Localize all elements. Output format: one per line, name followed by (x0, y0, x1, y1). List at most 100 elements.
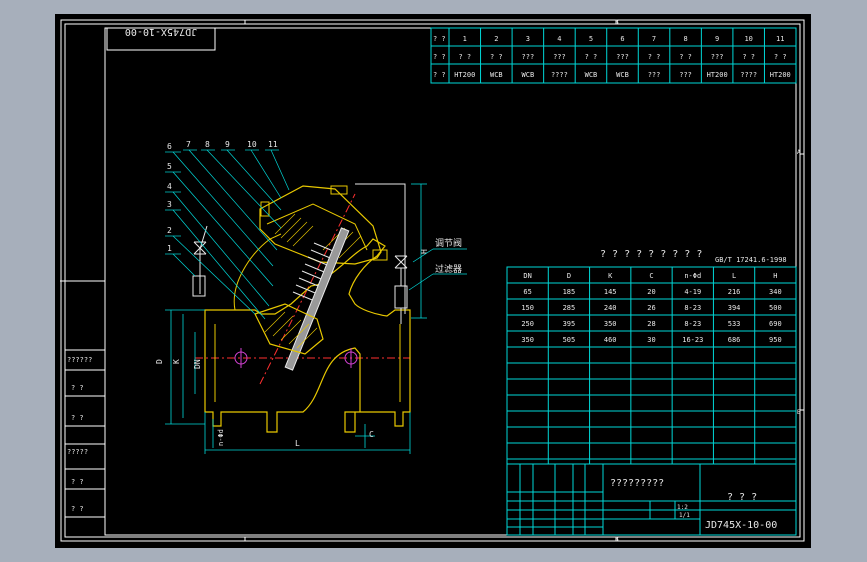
drawing-code: JD745X-10-00 (705, 520, 777, 531)
parts-cell: ? ? (742, 53, 755, 61)
standard-code: GB/T 17241.6-1998 (715, 256, 787, 264)
margin-label: ?????? (67, 356, 92, 364)
size-cell: 285 (563, 304, 576, 312)
dim-C: C (369, 430, 374, 439)
parts-cell: 4 (557, 35, 561, 43)
size-table-title: ? ? ? ? ? ? ? ? ? (600, 249, 702, 260)
parts-cell: 11 (776, 35, 784, 43)
margin-label: ????? (67, 448, 88, 456)
size-header: DN (523, 272, 531, 280)
zone-marker-top: B (615, 19, 619, 26)
parts-cell: ? ? (490, 53, 503, 61)
bolt (330, 185, 348, 195)
size-cell: 28 (647, 320, 655, 328)
cover-hatching (274, 213, 362, 259)
stem-center-line (259, 193, 356, 385)
size-cell: 4-19 (684, 288, 701, 296)
diaphragm (266, 203, 368, 251)
inlet-curve (233, 233, 282, 311)
size-header: n-Φd (684, 272, 701, 280)
parts-cell: ???? (740, 71, 757, 79)
parts-cell: ? ? (774, 53, 787, 61)
size-cell: 350 (604, 320, 617, 328)
parts-cell: WCB (522, 71, 535, 79)
size-cell: 8-23 (684, 304, 701, 312)
parts-cell: HT200 (454, 71, 475, 79)
valve-body-outline (204, 238, 411, 433)
parts-cell: WCB (616, 71, 629, 79)
callout-10: 10 (247, 140, 257, 149)
sheet-inner-frame (64, 23, 801, 538)
parts-cell: ??? (616, 53, 629, 61)
bypass-pipe-left (199, 225, 208, 294)
size-cell: 240 (604, 304, 617, 312)
parts-cell: ??? (648, 71, 661, 79)
callout-3: 3 (167, 200, 172, 209)
parts-cell: 1 (463, 35, 467, 43)
code-box (106, 27, 216, 51)
drawing-canvas: B B A B JD745X-10-00 ?????? ? ? ? ? ????… (60, 19, 805, 543)
dim-n-phi-d: n-Φd (217, 429, 225, 446)
size-cell: 150 (521, 304, 534, 312)
parts-cell: ??? (522, 53, 535, 61)
callout-9: 9 (225, 140, 230, 149)
bypass-pipe-top (355, 183, 406, 314)
size-cell: 16-23 (682, 336, 703, 344)
size-cell: 145 (604, 288, 617, 296)
size-cell: 340 (769, 288, 782, 296)
size-cell: 394 (728, 304, 741, 312)
zone-marker-right-a: A (797, 149, 801, 156)
mirrored-drawing-code: JD745X-10-00 (125, 26, 197, 37)
size-cell: 505 (563, 336, 576, 344)
bolt (260, 201, 270, 217)
parts-cell: 3 (526, 35, 530, 43)
parts-cell: 10 (744, 35, 752, 43)
leader-lines (165, 149, 467, 320)
callout-2: 2 (167, 226, 172, 235)
sheet-outer-frame (60, 19, 805, 542)
margin-label: ? ? (71, 384, 84, 392)
parts-cell: ? ? (679, 53, 692, 61)
valve-drawing: D K DN L H C n-Φd (155, 140, 467, 454)
ratio-label: 1:2 (677, 504, 688, 511)
size-cell: 20 (647, 288, 655, 296)
size-header: D (567, 272, 571, 280)
size-cell: 8-23 (684, 320, 701, 328)
title-block: ????????? ? ? ? 1:2 1/1 JD745X-10-00 (506, 463, 797, 536)
margin-label: ? ? (71, 505, 84, 513)
callout-4: 4 (167, 182, 172, 191)
size-header: L (732, 272, 736, 280)
valve-disc (254, 303, 324, 355)
size-header: K (608, 272, 613, 280)
dim-L: L (295, 439, 300, 448)
size-cell: 65 (523, 288, 531, 296)
parts-cell: 8 (683, 35, 687, 43)
sheet-label: 1/1 (679, 512, 690, 519)
parts-row-head: ? ? (433, 53, 446, 61)
zone-marker-bottom: B (615, 536, 619, 543)
parts-cell: ? ? (458, 53, 471, 61)
dim-K: K (172, 359, 181, 364)
parts-cell: 9 (715, 35, 719, 43)
dim-H: H (420, 249, 429, 254)
parts-cell: ??? (711, 53, 724, 61)
size-cell: 185 (563, 288, 576, 296)
parts-cell: ? ? (648, 53, 661, 61)
parts-cell: ???? (551, 71, 568, 79)
flange-inner (214, 324, 401, 402)
size-cell: 395 (563, 320, 576, 328)
callout-5: 5 (167, 162, 172, 171)
size-cell: 686 (728, 336, 741, 344)
bonnet-cover (259, 185, 382, 265)
valve-stem (284, 227, 350, 371)
size-header: C (649, 272, 653, 280)
size-table: ? ? ? ? ? ? ? ? ? GB/T 17241.6-1998 DN D K… (506, 249, 797, 465)
size-cell: 460 (604, 336, 617, 344)
size-cell: 30 (647, 336, 655, 344)
callout-1: 1 (167, 244, 172, 253)
callout-11: 11 (268, 140, 278, 149)
cad-viewport[interactable]: B B A B JD745X-10-00 ?????? ? ? ? ? ????… (55, 14, 811, 548)
size-cell: 500 (769, 304, 782, 312)
parts-cell: ??? (553, 53, 566, 61)
